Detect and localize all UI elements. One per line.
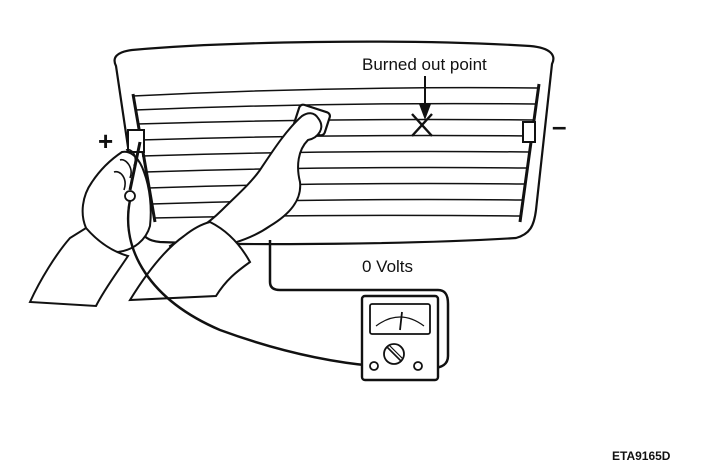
voltmeter-icon <box>360 294 440 382</box>
probe-left-clip <box>124 190 136 202</box>
heater-line <box>136 118 534 125</box>
minus-sign: – <box>552 111 566 141</box>
arrowhead-icon <box>419 104 431 120</box>
heater-line <box>132 86 538 97</box>
meter-scale <box>375 316 425 327</box>
figure-code: ETA9165D <box>612 449 671 463</box>
heater-line <box>152 214 522 219</box>
meter-dial-mark <box>388 344 404 360</box>
bus-bar-right <box>518 83 541 223</box>
x-mark-icon <box>411 113 433 137</box>
voltage-label: 0 Volts <box>362 257 413 276</box>
terminal-right <box>522 121 536 143</box>
probe-left <box>128 141 142 191</box>
meter-jack-right <box>413 361 423 371</box>
heater-line <box>141 150 530 157</box>
heater-line <box>147 182 526 189</box>
heater-line <box>134 102 536 111</box>
heater-line <box>139 134 532 141</box>
meter-needle <box>399 311 403 331</box>
sleeve-left <box>28 226 130 308</box>
terminal-left <box>127 129 145 153</box>
heater-line <box>150 198 524 205</box>
lead-wire-left <box>126 199 375 368</box>
burned-out-point-label: Burned out point <box>362 55 487 74</box>
rear-window-glass <box>113 40 555 246</box>
plus-sign: + <box>98 126 113 156</box>
meter-jack-left <box>369 361 379 371</box>
sleeve-right <box>128 220 252 302</box>
meter-display <box>369 303 431 335</box>
lead-wire-right <box>268 240 450 370</box>
heater-grid <box>132 86 538 219</box>
meter-dial-mark <box>386 346 402 362</box>
heater-line <box>144 166 528 173</box>
